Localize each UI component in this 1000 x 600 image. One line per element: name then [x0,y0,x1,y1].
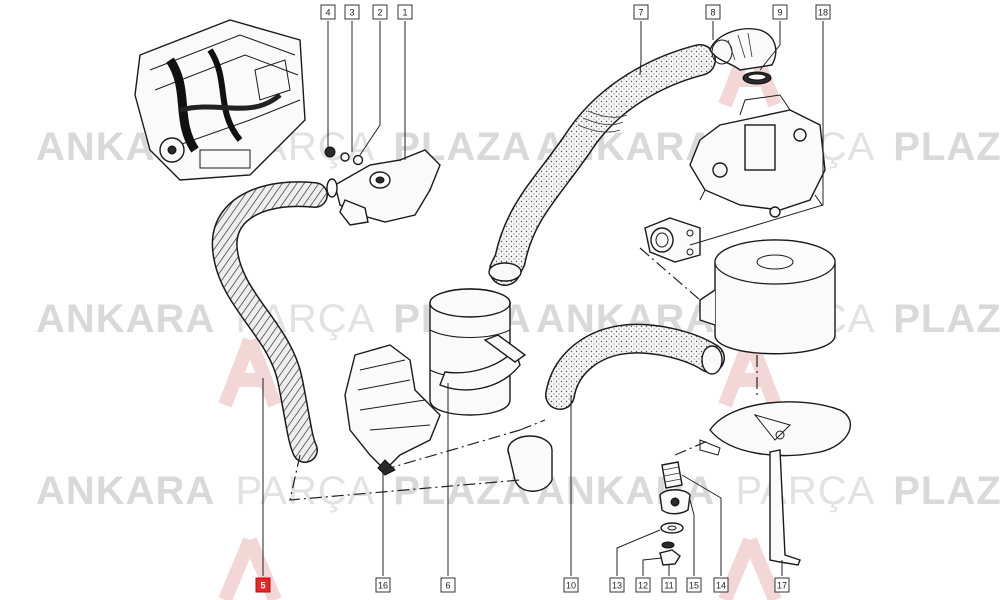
callout-17: 17 [774,577,790,593]
callout-label: 7 [638,8,643,18]
callout-box [774,577,790,593]
watermark-row-3-right: ANKARA PARÇA PLAZA [536,469,1000,513]
watermark-bold-1: ANKARA [36,469,215,513]
callout-box [255,577,271,593]
callout-3: 3 [344,4,360,20]
callout-box [661,577,677,593]
callout-label: 3 [349,8,354,18]
engine-block-illustration [134,19,306,181]
air-filter-housing [699,239,836,355]
callout-label: 2 [377,8,382,18]
callout-14: 14 [713,577,729,593]
coolant-hose-5 [211,181,328,463]
callout-box [713,577,729,593]
callout-16: 16 [375,577,391,593]
callout-label: 15 [689,581,699,591]
callout-6: 6 [440,577,456,593]
callout-box [440,577,456,593]
callout-box [375,577,391,593]
watermark-bold-2: PLAZA [893,297,1000,341]
callout-box [633,4,649,20]
callout-1: 1 [397,4,413,20]
callout-label: 5 [260,581,265,591]
callout-2: 2 [372,4,388,20]
callout-11: 11 [661,577,677,593]
carburetor-assembly [689,94,826,218]
callout-label: 4 [325,8,330,18]
intake-hose-7 [488,44,716,286]
callout-box [609,577,625,593]
callout-label: 12 [638,581,648,591]
callout-label: 1 [402,8,407,18]
elbow-connector-8 [709,28,777,71]
callout-label: 17 [777,581,787,591]
callout-box [344,4,360,20]
gasket-set [324,146,364,166]
callout-8: 8 [705,4,721,20]
watermark-bold-2: PLAZA [893,469,1000,513]
callout-box [772,4,788,20]
callout-13: 13 [609,577,625,593]
callout-7: 7 [633,4,649,20]
callout-9: 9 [772,4,788,20]
callout-label: 14 [716,581,726,591]
inlet-flange-18 [644,217,701,263]
watermark-bold-2: PLAZA [393,469,531,513]
watermark-bold-1: ANKARA [36,297,215,341]
callout-box [705,4,721,20]
callout-15: 15 [686,577,702,593]
callout-12: 12 [635,577,651,593]
outlet-hose-10 [545,323,725,410]
watermark-thin: PARÇA [735,469,874,513]
callout-label: 6 [445,581,450,591]
leader-lines [262,21,824,576]
watermark-bold-2: PLAZA [893,125,1000,169]
callout-box [686,577,702,593]
callout-label: 10 [566,581,576,591]
callout-label: 13 [612,581,622,591]
callout-label: 18 [818,8,828,18]
callout-10: 10 [563,577,579,593]
callout-box [815,4,831,20]
watermark-thin: PARÇA [235,469,374,513]
callout-18: 18 [815,4,831,20]
callout-4: 4 [320,4,336,20]
callout-label: 11 [664,581,673,591]
callout-label: 8 [710,8,715,18]
mount-stack [659,461,691,566]
air-duct-bracket-16 [344,344,441,476]
support-bracket-17 [699,401,852,566]
callout-label: 16 [378,581,388,591]
thermostat-housing [326,149,441,226]
callout-5: 5 [255,577,271,593]
assembly-lines [289,247,758,501]
callout-box [372,4,388,20]
callout-label: 9 [777,8,782,18]
callout-box [397,4,413,20]
callout-box [320,4,336,20]
callout-box [635,577,651,593]
watermark-row-3-left: ANKARA PARÇA PLAZA [36,469,532,513]
air-filter-canister-6 [429,288,553,492]
callout-box [563,577,579,593]
seal-ring-9 [742,71,772,85]
